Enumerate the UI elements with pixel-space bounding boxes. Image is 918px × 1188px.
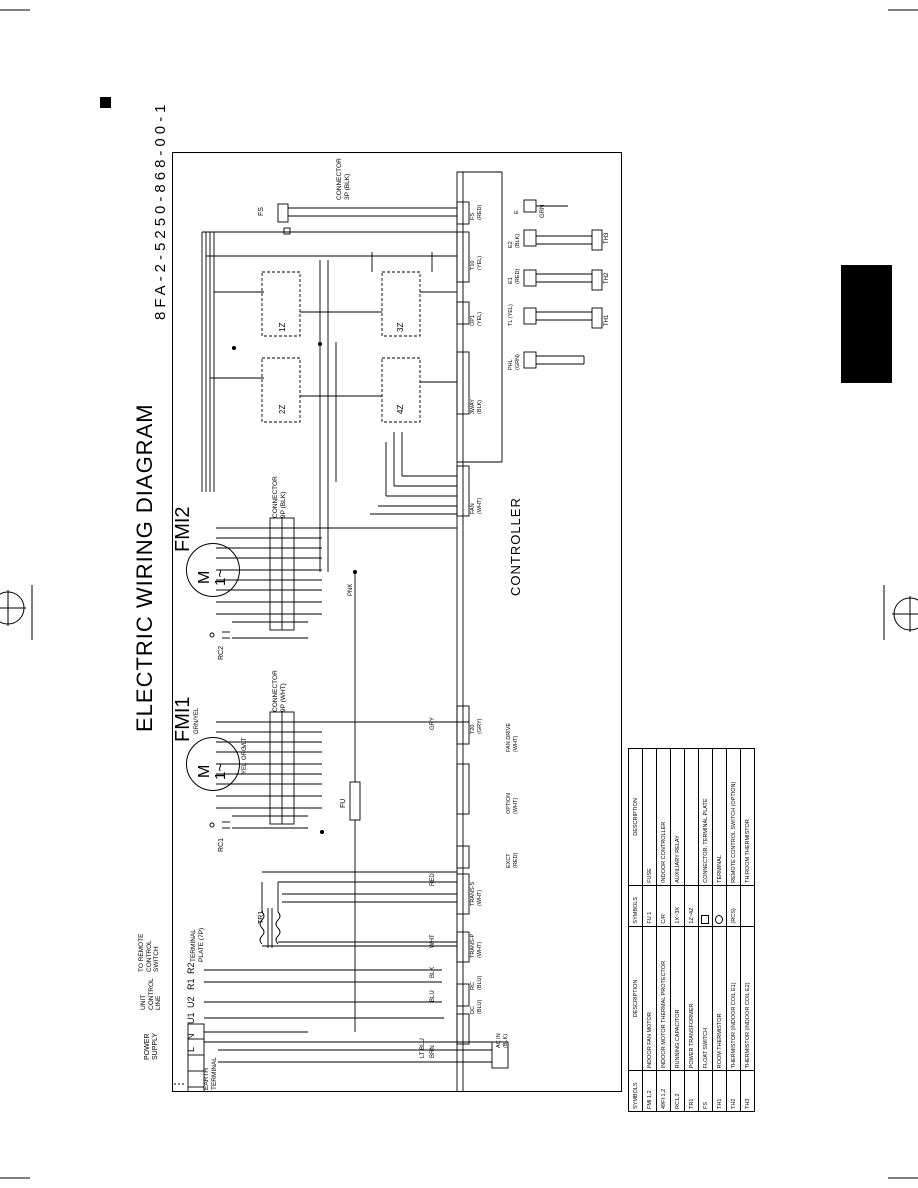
legend-cell bbox=[740, 885, 755, 927]
legend-header-description: DESCRIPTION bbox=[628, 926, 643, 1071]
ac-in-block bbox=[491, 1041, 509, 1069]
legend-header-symbols-2: SYMBOLS bbox=[628, 885, 643, 927]
wire-label-vlt: VLT bbox=[242, 737, 248, 748]
legend-cell: REMOTE CONTROL SWITCH (OPTION) bbox=[726, 748, 741, 886]
legend-cell: INDOOR FAN MOTOR bbox=[642, 926, 657, 1071]
legend-cell: TH:ROOM THERMISTOR bbox=[740, 748, 755, 886]
legend-cell: 1Z~4Z bbox=[684, 885, 699, 927]
relay-4z-box bbox=[381, 357, 421, 423]
wire-label-grn-yel: GRN/YEL bbox=[194, 707, 200, 734]
legend-cell: FMI 1,2 bbox=[642, 1070, 657, 1112]
terminal-block bbox=[187, 1023, 205, 1092]
legend-cell: THERMISTOR (INDOOR COIL E1) bbox=[726, 926, 741, 1071]
legend-cell: TH3 bbox=[740, 1070, 755, 1112]
legend-cell: TR1 bbox=[684, 1070, 699, 1112]
wire-label-grn: GRN bbox=[540, 204, 546, 218]
relay-1z-box bbox=[261, 271, 301, 337]
power-supply-label: POWER SUPPLY bbox=[144, 1032, 159, 1060]
legend-cell: 1X~3X bbox=[670, 885, 685, 927]
wire-label-wht: WHT bbox=[430, 934, 436, 948]
legend-cell: (RCS) bbox=[726, 885, 741, 927]
chapter-side-tab bbox=[841, 265, 892, 383]
wire-label-red: RED bbox=[430, 873, 436, 886]
legend-cell: POWER TRANSFORMER bbox=[684, 926, 699, 1071]
wire-label-org: ORG bbox=[242, 746, 248, 760]
wire-label-yel: YEL bbox=[242, 762, 248, 774]
wire-label-pnk: PNK bbox=[348, 583, 354, 596]
wire-label-lt-blu: LT BLU bbox=[420, 1038, 426, 1058]
legend-header-symbols: SYMBOLS bbox=[628, 1070, 643, 1112]
legend-cell-connector-symbol bbox=[698, 885, 713, 927]
legend-cell: RUNNING CAPACITOR bbox=[670, 926, 685, 1071]
legend-cell: AUXILIARY RELAY bbox=[670, 748, 685, 886]
wire-label-gry: GRY bbox=[430, 717, 436, 730]
th1-symbol bbox=[591, 307, 603, 329]
legend-cell bbox=[684, 748, 699, 886]
legend-cell: TERMINAL bbox=[712, 748, 727, 886]
wire-label-blu: BLU bbox=[430, 990, 436, 1002]
legend-cell: TH1 bbox=[712, 1070, 727, 1112]
diagram-title: ELECTRIC WIRING DIAGRAM bbox=[132, 403, 157, 732]
drawing-number: 8FA-2-5250-868-00-1 bbox=[152, 100, 169, 320]
legend-table: SYMBOLS DESCRIPTION SYMBOLS DESCRIPTION … bbox=[628, 748, 755, 1112]
legend-cell: FLOAT SWITCH bbox=[698, 926, 713, 1071]
symbol-legend: SYMBOLS DESCRIPTION SYMBOLS DESCRIPTION … bbox=[628, 748, 760, 1112]
legend-cell: ROOM THERMISTOR bbox=[712, 926, 727, 1071]
th3-symbol bbox=[591, 229, 603, 251]
legend-cell: INDOOR CONTROLLER bbox=[656, 748, 671, 886]
controller-board-edge bbox=[456, 171, 464, 1092]
remote-switch-label: TO REMOTE CONTROL SWITCH bbox=[138, 933, 160, 972]
fuse-symbol bbox=[349, 781, 361, 821]
legend-cell: 49FI 1,2 bbox=[656, 1070, 671, 1112]
legend-header-description-2: DESCRIPTION bbox=[628, 748, 643, 886]
legend-cell: CONNECTOR, TERMINAL PLATE bbox=[698, 748, 713, 886]
wiring-drawing bbox=[172, 171, 603, 1092]
relay-2z-box bbox=[261, 357, 301, 423]
relay-3z-box bbox=[381, 271, 421, 337]
legend-cell: RC1,2 bbox=[670, 1070, 685, 1112]
legend-cell: FU 1 bbox=[642, 885, 657, 927]
th2-symbol bbox=[591, 269, 603, 291]
legend-cell: THERMISTOR (INDOOR COIL E2) bbox=[740, 926, 755, 1071]
wire-label-brn: BRN bbox=[430, 1045, 436, 1058]
section-bullet bbox=[100, 97, 111, 108]
legend-cell: FS bbox=[698, 1070, 713, 1112]
legend-cell: FUSE bbox=[642, 748, 657, 886]
legend-cell: C/R bbox=[656, 885, 671, 927]
diagram-frame bbox=[172, 152, 622, 1092]
legend-cell: INDOOR MOTOR THERMAL PROTECTOR bbox=[656, 926, 671, 1071]
legend-cell: TH2 bbox=[726, 1070, 741, 1112]
unit-control-line-label: UNIT CONTROL LINE bbox=[140, 978, 162, 1010]
wire-label-blk: BLK bbox=[430, 966, 436, 978]
legend-cell-terminal-symbol bbox=[712, 885, 727, 927]
